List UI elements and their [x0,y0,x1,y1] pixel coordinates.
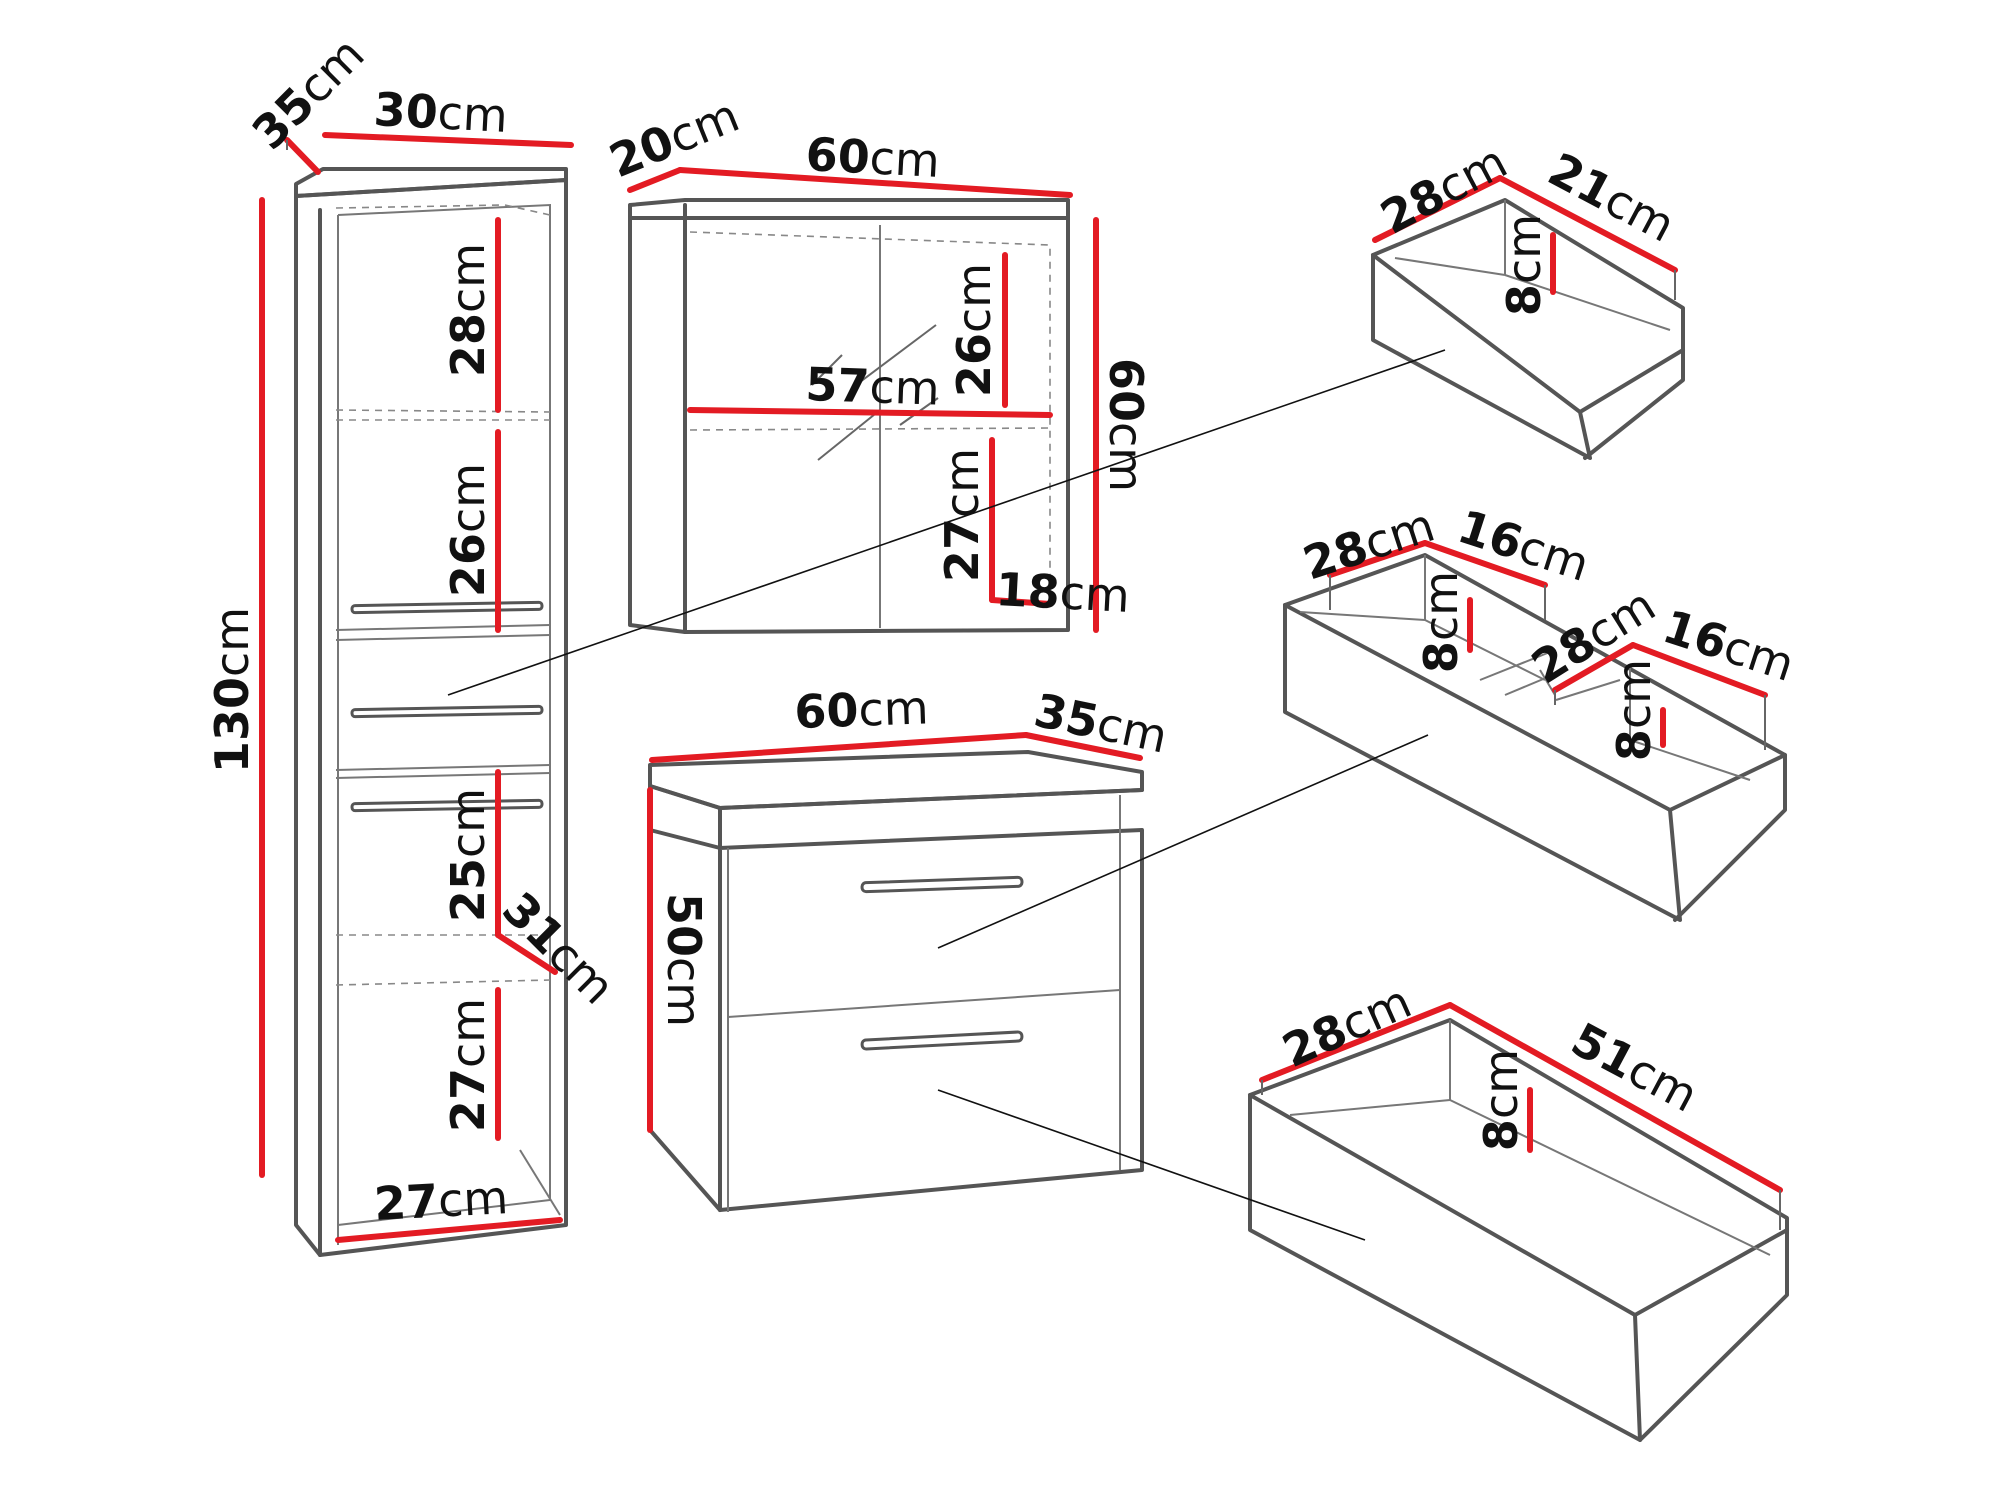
dim-label: 27cm [935,448,989,582]
dim-label: 18cm [994,562,1131,623]
dim-label: 28cm [1372,134,1516,245]
dim-label: 8cm [1497,214,1551,316]
dim-label: 60cm [804,127,941,188]
dim-label: 30cm [372,82,509,143]
dim-label: 27cm [441,998,495,1132]
dim-label: 26cm [441,463,495,597]
dim-label: 8cm [1474,1049,1528,1151]
dim-label: 16cm [1657,599,1801,692]
leader-line [447,349,1446,696]
drawer-1 [1371,175,1685,460]
dim-label: 8cm [1607,659,1661,761]
leader-line [937,1089,1366,1241]
dim-label: 35cm [1030,683,1172,764]
dim-label: 27cm [373,1170,510,1231]
wall-cabinet [627,167,1099,634]
base-cabinet [647,732,1144,1212]
dim-label: 60cm [793,680,929,739]
dim-label: 8cm [1414,571,1468,673]
drawer-3 [1248,1002,1789,1442]
drawer-2 [1283,540,1787,922]
dim-label: 28cm [1275,974,1419,1078]
dim-label: 28cm [441,243,495,377]
dim-label: 60cm [1099,358,1153,492]
dim-label: 31cm [492,882,625,1015]
dim-label: 26cm [947,263,1001,397]
dim-label: 35cm [242,27,375,160]
tall-cabinet [259,132,574,1257]
leader-line [937,734,1429,949]
dim-label: 50cm [657,893,711,1027]
dim-label: 130cm [205,607,259,773]
dim-label: 25cm [441,788,495,922]
dim-label: 57cm [805,357,941,416]
